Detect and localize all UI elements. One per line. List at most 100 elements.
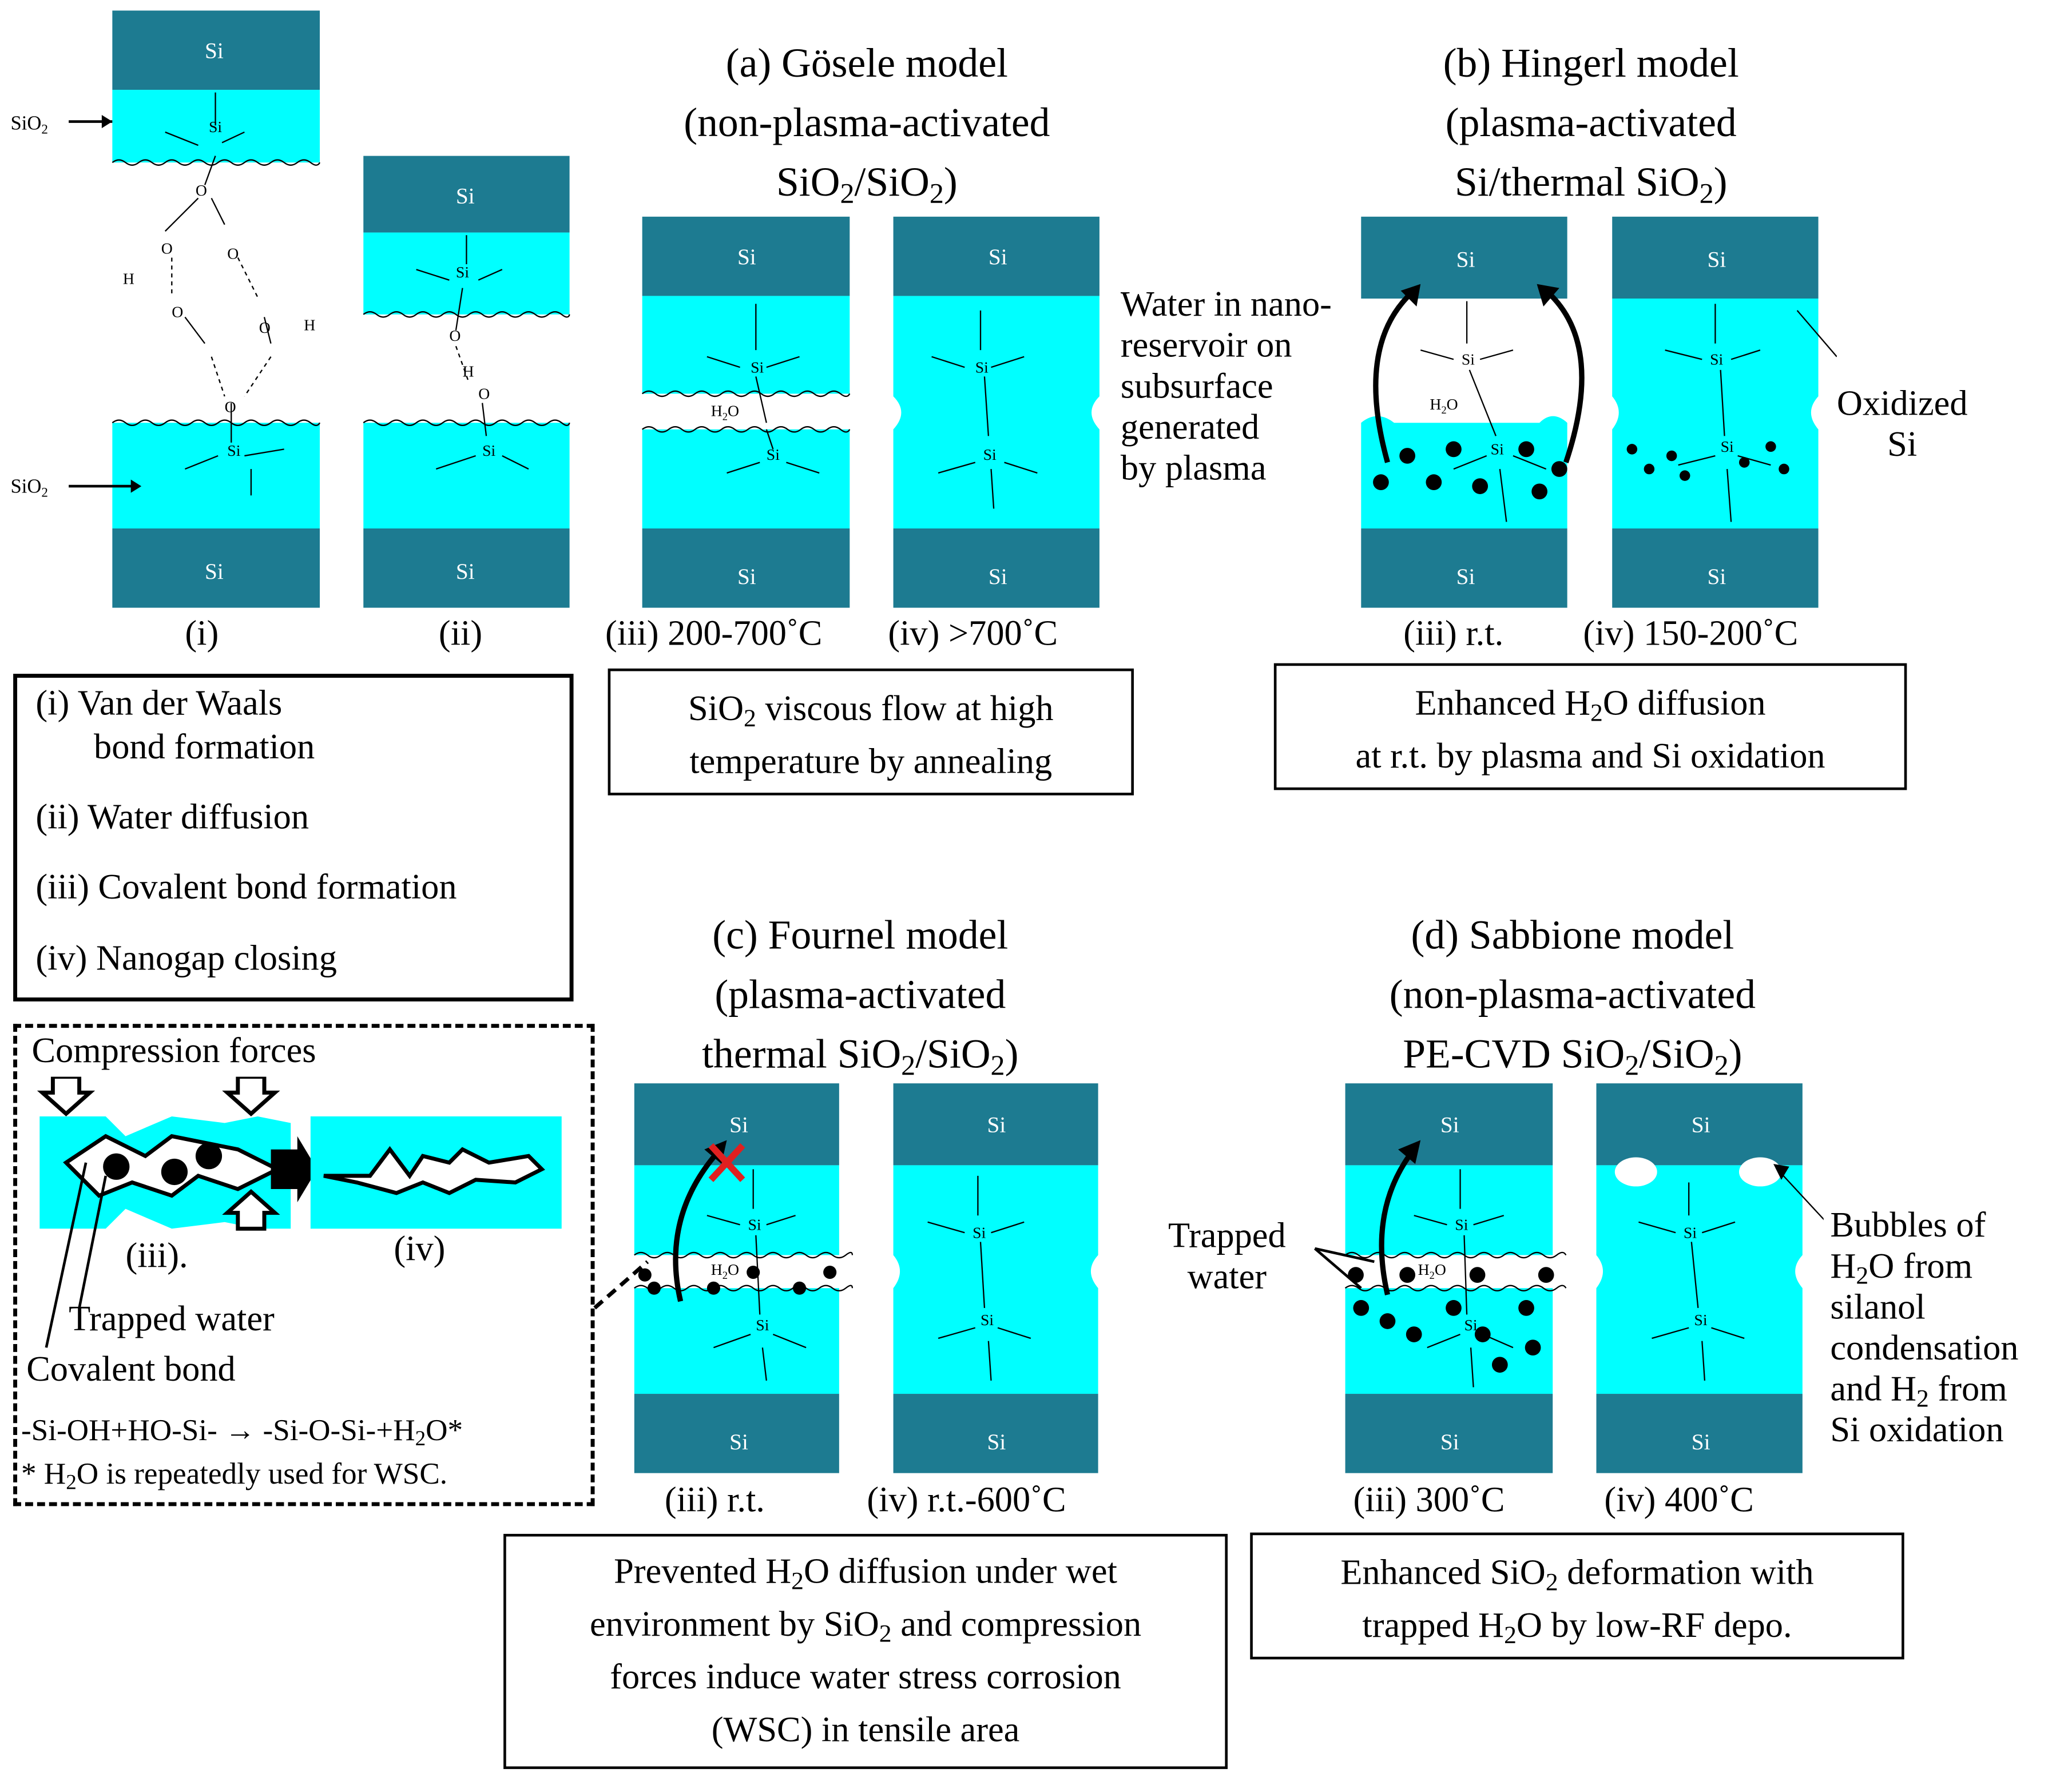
model-a-note: SiO2 viscous flow at high temperature by… [608, 668, 1134, 796]
model-c-title-2: (plasma-activated [715, 971, 1006, 1017]
svg-text:Si: Si [1455, 1216, 1468, 1234]
svg-text:H2O: H2O [711, 1261, 739, 1281]
model-d-title-1: (d) Sabbione model [1411, 911, 1734, 958]
svg-text:Si: Si [975, 358, 989, 376]
diagram-b: Si Si H2O Si Si Si Si Si Si [1361, 216, 1837, 608]
svg-text:O: O [478, 385, 490, 403]
model-b-step-iii: (iii) r.t. [1403, 613, 1504, 653]
model-a-title-2: (non-plasma-activated [684, 99, 1050, 146]
legend-item-i: (i) Van der Waals [35, 683, 283, 723]
svg-text:Si: Si [751, 358, 764, 376]
svg-text:Si: Si [1692, 1430, 1710, 1454]
model-a-step-iv: (iv) >700˚C [888, 613, 1058, 653]
svg-text:Si: Si [987, 1430, 1006, 1454]
svg-text:Si: Si [737, 245, 756, 269]
inset-footnote: * H2O is repeatedly used for WSC. [21, 1457, 448, 1494]
legend-box: (i) Van der Waals bond formation (ii) Wa… [13, 674, 574, 1001]
si-label: Si [205, 559, 224, 584]
model-b-title-2: (plasma-activated [1445, 99, 1737, 146]
model-c-step-iv: (iv) r.t.-600˚C [867, 1480, 1066, 1520]
model-b-title-1: (b) Hingerl model [1443, 39, 1739, 86]
svg-text:Si: Si [1491, 440, 1504, 458]
model-c-title-3: thermal SiO2/SiO2) [702, 1030, 1019, 1082]
inset-step-iv: (iv) [394, 1229, 446, 1269]
svg-text:Si: Si [729, 1113, 748, 1138]
si-label: Si [456, 184, 475, 209]
sio2-label: SiO2 [10, 476, 47, 500]
model-b-note: Enhanced H2O diffusion at r.t. by plasma… [1273, 663, 1907, 790]
svg-text:Si: Si [973, 1223, 986, 1241]
svg-text:Si: Si [1710, 351, 1723, 368]
svg-text:O: O [227, 245, 239, 263]
model-d-note: Enhanced SiO2 deformation with trapped H… [1250, 1532, 1904, 1660]
svg-text:Si: Si [983, 446, 997, 463]
legend-item-ii: (ii) Water diffusion [35, 796, 309, 837]
model-a-title-1: (a) Gösele model [725, 39, 1008, 86]
svg-text:Si: Si [482, 442, 495, 459]
si-label: Si [456, 559, 475, 584]
inset-trapped: Trapped water [69, 1298, 275, 1339]
inset-reaction: -Si-OH+HO-Si- → -Si-O-Si-+H2O* [21, 1413, 463, 1451]
diagram-a: Si Si H2O Si Si Si Si Si Si [641, 216, 1099, 608]
svg-text:Si: Si [981, 1311, 994, 1329]
svg-text:H2O: H2O [1430, 395, 1458, 416]
inset-compression: Compression forces [31, 1030, 316, 1071]
svg-text:O: O [259, 319, 271, 336]
inset-step-iii: (iii). [125, 1235, 188, 1275]
svg-text:Si: Si [456, 263, 469, 281]
model-d-title-3: PE-CVD SiO2/SiO2) [1403, 1030, 1742, 1082]
svg-text:Si: Si [1708, 564, 1726, 589]
svg-text:O: O [172, 303, 183, 320]
legend-item-iii: (iii) Covalent bond formation [35, 866, 457, 907]
diagram-c: Si Si H2O Si Si Si Si Si Si [593, 1083, 1098, 1473]
svg-text:H2O: H2O [711, 402, 739, 423]
svg-text:Si: Si [1456, 564, 1475, 589]
svg-text:Si: Si [1462, 351, 1475, 368]
svg-text:Si: Si [1440, 1113, 1459, 1138]
svg-text:Si: Si [989, 564, 1007, 589]
diagram-d: Si Si H2O Si Si Si Si Si Si [1344, 1083, 1824, 1473]
svg-text:Si: Si [1708, 248, 1726, 272]
model-d-step-iv: (iv) 400˚C [1604, 1480, 1754, 1520]
svg-text:H: H [304, 316, 315, 334]
svg-text:Si: Si [748, 1216, 761, 1234]
svg-text:Si: Si [209, 118, 222, 136]
svg-text:H: H [123, 270, 134, 288]
diagram-i-ii: Si Si Si O O O H O O [10, 10, 570, 608]
model-c-title-1: (c) Fournel model [712, 911, 1009, 958]
legend-item-i-cont: bond formation [94, 726, 315, 766]
sio2-label: SiO2 [10, 112, 47, 136]
model-a-title-3: SiO2/SiO2) [776, 158, 958, 209]
model-a-step-iii: (iii) 200-700˚C [605, 613, 823, 653]
svg-text:Si: Si [1684, 1223, 1697, 1241]
svg-text:Si: Si [737, 564, 756, 589]
step-ii-label: (ii) [438, 613, 483, 653]
model-d-title-2: (non-plasma-activated [1389, 971, 1756, 1017]
model-d-step-iii: (iii) 300˚C [1353, 1480, 1505, 1520]
bubbles-label: Bubbles of H2O from silanol condensation… [1830, 1204, 2019, 1450]
svg-text:O: O [161, 240, 173, 257]
svg-text:Si: Si [987, 1113, 1006, 1138]
svg-text:Si: Si [1440, 1430, 1459, 1454]
svg-text:Si: Si [1692, 1113, 1710, 1138]
svg-text:O: O [225, 398, 236, 416]
svg-text:Si: Si [1456, 248, 1475, 272]
svg-text:O: O [196, 181, 207, 199]
step-i-label: (i) [185, 613, 219, 653]
inset-covalent: Covalent bond [26, 1349, 236, 1389]
legend-item-iv: (iv) Nanogap closing [35, 938, 337, 978]
svg-text:Si: Si [756, 1316, 769, 1334]
svg-text:Si: Si [767, 446, 780, 463]
model-c-note: Prevented H2O diffusion under wet enviro… [503, 1533, 1228, 1770]
svg-text:Si: Si [1694, 1311, 1707, 1329]
svg-text:Si: Si [227, 442, 240, 459]
model-b-title-3: Si/thermal SiO2) [1454, 158, 1728, 209]
svg-text:Si: Si [729, 1430, 748, 1454]
svg-text:Si: Si [1721, 438, 1734, 455]
si-label: Si [205, 39, 224, 63]
svg-text:H2O: H2O [1418, 1261, 1446, 1281]
